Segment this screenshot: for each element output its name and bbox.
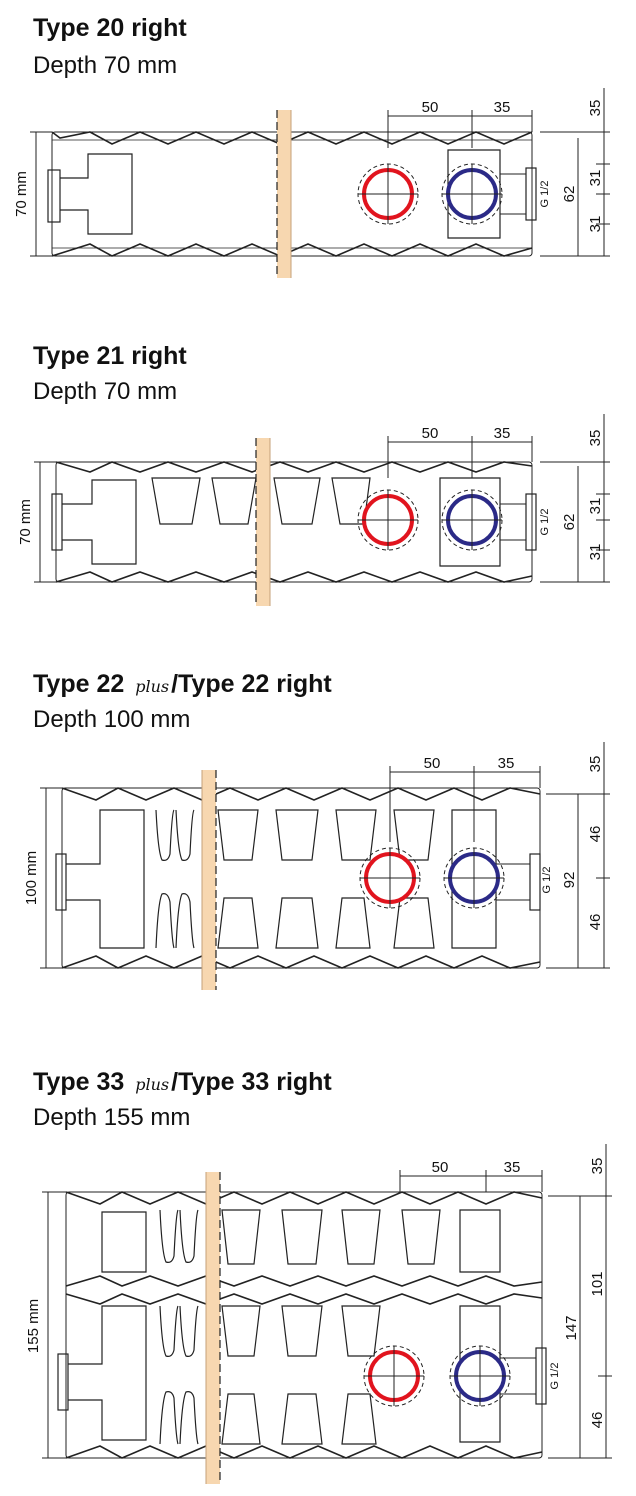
dim-top-35: 35 [587,756,604,773]
wall-section [256,438,270,606]
dim-50: 50 [422,425,439,442]
title-text-suffix: /Type 33 right [171,1068,332,1096]
wall-section [277,110,291,278]
dim-35: 35 [494,425,511,442]
flow-pipe [360,848,420,908]
dim-top-35: 35 [587,430,604,447]
thread-label: G 1/2 [539,181,551,208]
radiator-diagram-type-20: 50 35 35 62 31 31 G 1/2 70 mm [13,88,610,278]
dim-lower: 31 [587,544,604,561]
wall-section [202,770,216,990]
dim-upper: 31 [587,170,604,187]
thread-label: G 1/2 [539,509,551,536]
dim-side: 62 [561,186,578,203]
radiator-diagram-type-33: 50 35 35 147 101 46 G 1/2 155 mm [25,1144,612,1484]
title-text: Type 33 [33,1068,132,1096]
dim-50: 50 [432,1159,449,1176]
dim-50: 50 [424,755,441,772]
return-pipe [450,1346,510,1406]
title-text-suffix: /Type 22 right [171,670,332,698]
dim-top-35: 35 [587,100,604,117]
section-subtitle: Depth 100 mm [33,706,191,733]
dim-side: 147 [563,1315,580,1340]
dim-upper: 31 [587,498,604,515]
section-subtitle: Depth 70 mm [33,378,178,405]
section-title: Type 33 plus/Type 33 right [33,1068,332,1097]
dim-lower: 31 [587,216,604,233]
title-text: Type 20 right [33,14,187,42]
flow-pipe [358,490,418,550]
dim-35: 35 [494,99,511,116]
return-pipe [442,164,502,224]
section-title: Type 21 right [33,342,187,371]
title-text: Type 22 [33,670,132,698]
section-title: Type 20 right [33,14,187,43]
dim-upper: 101 [589,1271,606,1296]
flow-pipe [364,1346,424,1406]
section-subtitle: Depth 70 mm [33,52,178,79]
dim-50: 50 [422,99,439,116]
plus-logo: plus [135,1075,170,1094]
dim-total-depth: 100 mm [23,851,40,905]
section-title: Type 22 plus/Type 22 right [33,670,332,699]
plus-logo: plus [135,677,170,696]
dim-upper: 46 [587,826,604,843]
dim-total-depth: 70 mm [17,499,34,545]
dim-35: 35 [498,755,515,772]
dim-lower: 46 [587,914,604,931]
return-pipe [444,848,504,908]
dim-side: 92 [561,872,578,889]
radiator-diagram-type-22: 50 35 35 92 46 46 G 1/2 100 mm [23,742,610,990]
radiator-diagram-type-21: 50 35 35 62 31 31 G 1/2 70 mm [17,414,610,606]
dim-total-depth: 155 mm [25,1299,42,1353]
title-text: Type 21 right [33,342,187,370]
dim-top-35: 35 [589,1158,606,1175]
thread-label: G 1/2 [541,867,553,894]
dim-lower: 46 [589,1412,606,1429]
wall-section [206,1172,220,1484]
section-subtitle: Depth 155 mm [33,1104,191,1131]
thread-label: G 1/2 [549,1363,561,1390]
dim-total-depth: 70 mm [13,171,30,217]
dim-35: 35 [504,1159,521,1176]
return-pipe [442,490,502,550]
dim-side: 62 [561,514,578,531]
flow-pipe [358,164,418,224]
